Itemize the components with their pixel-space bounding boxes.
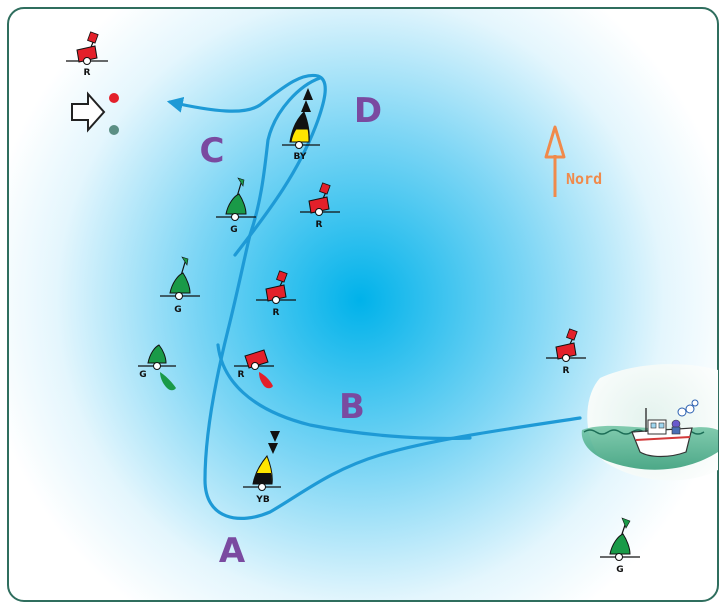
green-buoy-2-label: G — [174, 305, 181, 315]
red-buoy-2-label: R — [273, 308, 280, 318]
red-dot-icon — [109, 93, 119, 103]
route-point-a: A — [219, 531, 246, 571]
cardinal-buoy-south-label: YB — [255, 495, 270, 505]
green-dot-icon — [109, 125, 119, 135]
green-buoy-bottom — [600, 517, 640, 561]
cardinal-buoy-north-label: BY — [294, 152, 307, 162]
red-buoy-2 — [256, 270, 296, 304]
channel-entrance-icon — [71, 91, 119, 135]
route-segment-to-d — [226, 76, 322, 332]
route-segment-d-to-c — [166, 73, 327, 257]
route-point-c: C — [200, 131, 225, 171]
green-buoy-bottom-label: G — [616, 565, 623, 575]
sea-area — [8, 8, 718, 601]
red-buoy-right-label: R — [563, 366, 570, 376]
route-segment-b-loop — [216, 343, 472, 441]
north-arrow-icon — [544, 125, 566, 197]
red-buoy-top-left — [66, 31, 108, 65]
red-buoy-right — [546, 328, 586, 362]
green-buoy-1 — [216, 177, 256, 221]
route-point-b: B — [339, 387, 365, 427]
green-buoy-2 — [160, 256, 200, 300]
route-path — [166, 73, 582, 520]
cardinal-buoy-south — [243, 431, 281, 491]
red-lit-buoy — [234, 349, 274, 389]
route-point-d: D — [354, 91, 382, 131]
boat-icon — [631, 399, 699, 458]
red-buoy-1-label: R — [316, 220, 323, 230]
green-lit-buoy-label: G — [139, 370, 146, 380]
green-lit-buoy — [138, 344, 176, 391]
red-buoy-1 — [300, 182, 340, 216]
chart-frame — [7, 7, 719, 602]
red-lit-buoy-label: R — [238, 370, 245, 380]
north-label: Nord — [566, 170, 602, 188]
red-buoy-top-left-label: R — [84, 68, 91, 78]
cardinal-buoy-north — [282, 88, 320, 149]
green-buoy-1-label: G — [230, 225, 237, 235]
